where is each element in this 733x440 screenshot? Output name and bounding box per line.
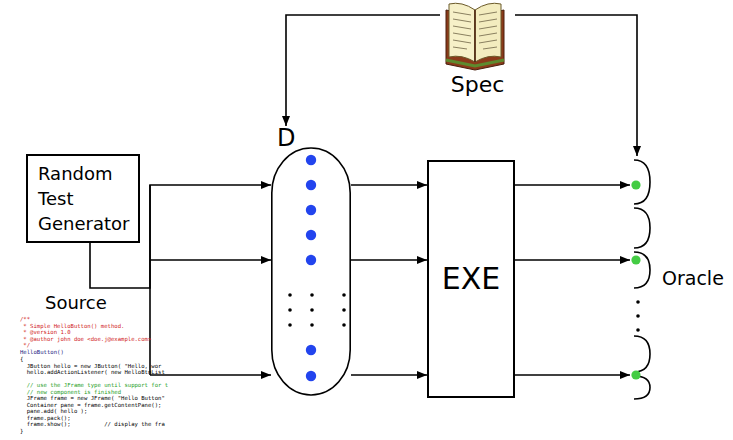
- ellipsis-dot: [636, 300, 640, 304]
- flow-arrow: [351, 259, 427, 261]
- test-input-dot: [306, 230, 316, 240]
- code-line: * @author john doe <doe.j@example.com>: [20, 336, 151, 342]
- ellipsis-dot: [636, 328, 640, 332]
- flow-arrow: [286, 15, 440, 126]
- code-line: Container pane = frame.getContentPane();: [20, 402, 161, 408]
- code-line: hello.addActionListener( new HelloBtnLis…: [20, 369, 165, 375]
- test-input-dot: [306, 255, 316, 265]
- flow-arrow: [515, 184, 630, 186]
- bracket-curl: [634, 208, 650, 248]
- ellipsis-dot: [636, 314, 640, 318]
- code-line: * @version 1.0: [20, 329, 71, 335]
- ellipsis-dot: [342, 293, 346, 297]
- code-line: {: [20, 356, 23, 362]
- code-line: pane.add( hello );: [20, 408, 87, 414]
- book-page: [449, 3, 475, 62]
- flow-arrow: [351, 184, 427, 186]
- generator-box: Random Test Generator: [26, 154, 140, 243]
- node-label: EXE: [442, 262, 500, 296]
- flow-arrow: [515, 15, 637, 156]
- book-page: [475, 3, 501, 62]
- ellipsis-dot: [342, 323, 346, 327]
- book-spine: [474, 10, 476, 62]
- test-input-dot: [306, 155, 316, 165]
- ellipsis-dot: [310, 323, 314, 327]
- source-label: Source: [45, 292, 107, 314]
- test-input-dot: [306, 345, 316, 355]
- code-line: HelloButton(): [20, 349, 64, 355]
- code-line: // new component is finished: [20, 389, 121, 395]
- branch-arrow: [150, 374, 271, 376]
- code-line: }: [20, 428, 23, 434]
- oval-outline: [272, 148, 350, 395]
- ellipsis-dot: [288, 308, 292, 312]
- code-line: /**: [20, 316, 30, 322]
- input-domain: D: [271, 126, 351, 396]
- branch-arrow: [150, 259, 271, 261]
- verdict-dot: [631, 255, 640, 264]
- flow-arrow: [351, 374, 427, 376]
- verdict-dot: [631, 370, 640, 379]
- test-input-dot: [306, 371, 316, 381]
- spec-book: Spec: [440, 0, 515, 98]
- book-cover: [446, 10, 504, 70]
- fan-out-lines: [150, 185, 271, 375]
- flow-arrow: [515, 259, 630, 261]
- code-line: JFrame frame = new JFrame( "Hello Button…: [20, 395, 165, 401]
- verdict-dot: [631, 180, 640, 189]
- ellipsis-dot: [288, 323, 292, 327]
- ellipsis-dot: [288, 293, 292, 297]
- bracket-curl: [634, 336, 650, 372]
- book-icon: [446, 3, 504, 70]
- code-line: frame.pack();: [20, 415, 71, 421]
- ellipsis-dot: [310, 308, 314, 312]
- executable-box: EXE: [427, 160, 515, 398]
- test-input-dot: [306, 205, 316, 215]
- test-input-dot: [306, 180, 316, 190]
- node-label: D: [271, 126, 351, 150]
- domain-oval: [271, 126, 351, 396]
- oracle-bracket: Oracle: [630, 156, 728, 400]
- ellipsis-dot: [310, 293, 314, 297]
- node-label: Spec: [451, 72, 505, 98]
- code-line: * Simple HelloButton() method.: [20, 323, 124, 329]
- code-line: frame.show(); // display the fra: [20, 421, 165, 427]
- node-label: Random Test Generator: [38, 161, 129, 236]
- node-label: Oracle: [662, 266, 724, 290]
- flow-arrow: [515, 374, 630, 376]
- code-line: */: [20, 342, 30, 348]
- code-line: JButton hello = new JButton( "Hello, wor: [20, 363, 161, 369]
- ellipsis-dot: [342, 308, 346, 312]
- code-line: // use the JFrame type until support for…: [20, 382, 168, 388]
